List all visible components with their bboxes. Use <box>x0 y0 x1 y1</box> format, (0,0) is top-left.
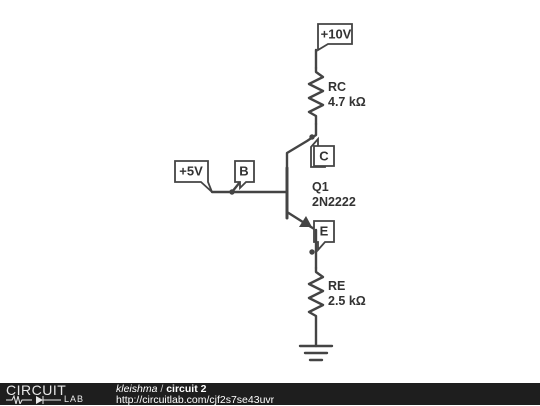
re-name: RE <box>328 279 345 293</box>
collector-node <box>309 134 315 140</box>
collector-label: C <box>319 149 329 164</box>
rc-value: 4.7 kΩ <box>328 95 366 109</box>
q1-part: 2N2222 <box>312 195 356 209</box>
resistor-rc[interactable] <box>307 66 325 126</box>
emitter-label: E <box>320 224 329 239</box>
vcc-flag[interactable]: +10V <box>317 23 353 52</box>
circuitlab-logo[interactable]: CIRCUIT LAB <box>6 382 102 404</box>
credits: kleishma / circuit 2 http://circuitlab.c… <box>116 384 274 405</box>
vin-flag[interactable]: +5V <box>174 160 213 193</box>
emitter-arrow <box>299 216 312 227</box>
wire-collector <box>285 122 318 185</box>
re-value: 2.5 kΩ <box>328 294 366 308</box>
logo-text-bottom: LAB <box>64 394 85 404</box>
circuit-title[interactable]: circuit 2 <box>166 383 207 395</box>
resistor-re[interactable] <box>307 266 325 348</box>
logo-text-top: CIRCUIT <box>6 382 67 398</box>
logo-waveform-icon <box>6 395 61 404</box>
emitter-node <box>309 249 315 255</box>
credit-separator: / <box>160 383 164 395</box>
wire-base-flag <box>230 180 242 194</box>
emitter-flag[interactable]: E <box>313 220 335 253</box>
base-flag[interactable]: B <box>234 160 255 191</box>
ground-icon <box>298 344 334 362</box>
collector-flag[interactable]: C <box>310 136 335 168</box>
author-link[interactable]: kleishma <box>116 383 158 395</box>
rc-name: RC <box>328 80 346 94</box>
footer-bar: CIRCUIT LAB kleishma / circuit 2 http://… <box>0 383 540 405</box>
q1-name: Q1 <box>312 180 329 194</box>
vin-label: +5V <box>179 164 203 179</box>
vcc-label: +10V <box>321 27 352 42</box>
schematic-canvas: +10V RC 4.7 kΩ C Q1 2N2222 +5V B E RE <box>174 23 366 362</box>
base-label: B <box>239 164 248 179</box>
circuit-url[interactable]: http://circuitlab.com/cjf2s7se43uvr <box>116 393 275 406</box>
